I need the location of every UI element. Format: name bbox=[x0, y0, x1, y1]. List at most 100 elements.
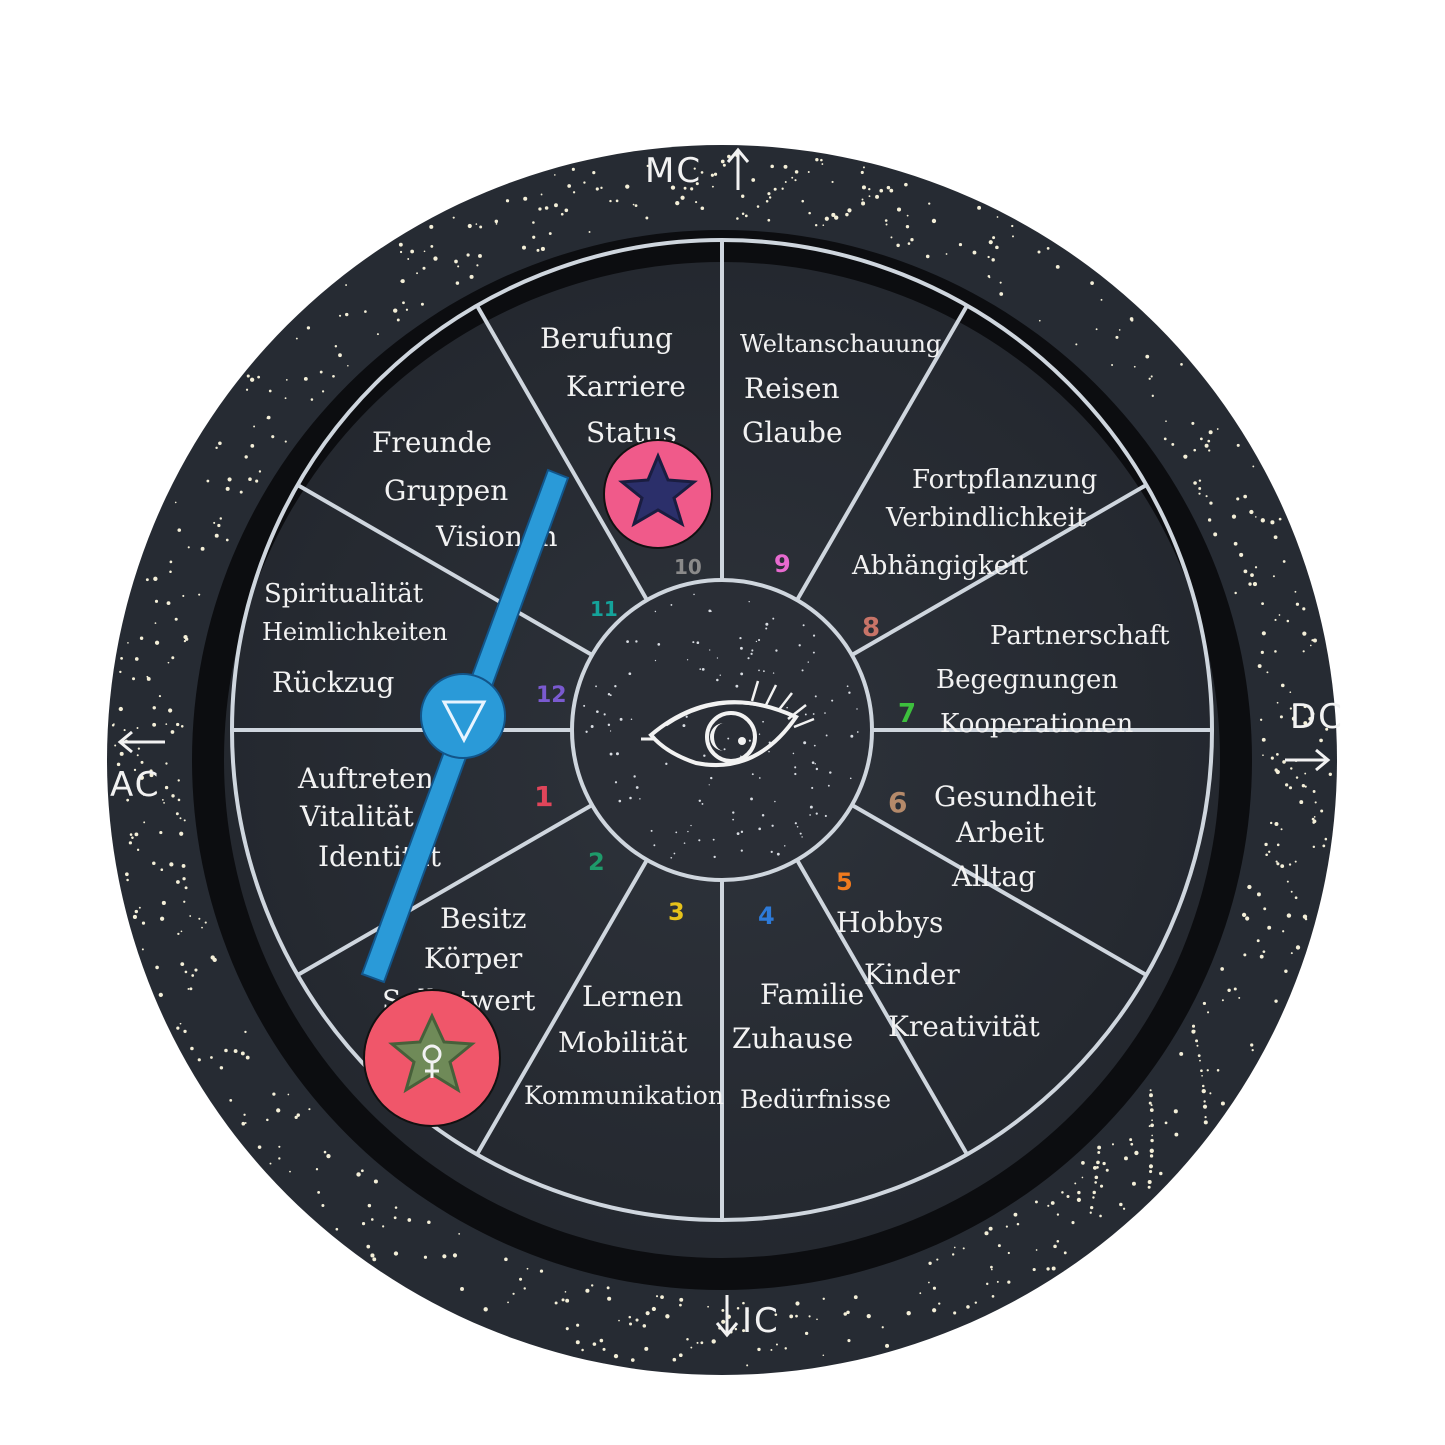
speckle bbox=[134, 832, 139, 837]
venus-token[interactable] bbox=[363, 989, 501, 1127]
rotating-pointer[interactable] bbox=[360, 468, 570, 984]
speckle bbox=[1312, 819, 1317, 824]
speckle bbox=[1280, 864, 1285, 869]
speckle bbox=[868, 195, 871, 198]
speckle bbox=[1294, 590, 1297, 593]
speckle bbox=[814, 695, 817, 698]
speckle bbox=[373, 1179, 378, 1184]
center-speckles bbox=[583, 593, 859, 859]
house-divider bbox=[475, 858, 649, 1156]
speckle bbox=[670, 856, 673, 859]
speckle bbox=[1151, 394, 1154, 397]
speckle bbox=[701, 802, 704, 805]
house-1-line-1: Auftreten bbox=[297, 762, 434, 795]
speckle bbox=[1252, 465, 1255, 468]
speckle bbox=[1148, 377, 1151, 380]
speckle bbox=[171, 794, 175, 798]
speckle bbox=[276, 1108, 281, 1113]
speckle bbox=[1035, 1249, 1038, 1251]
speckle bbox=[613, 1354, 619, 1359]
speckle bbox=[540, 246, 545, 252]
speckle bbox=[700, 171, 704, 174]
speckle bbox=[179, 831, 184, 836]
speckle bbox=[736, 217, 739, 220]
speckle bbox=[134, 909, 139, 914]
speckle bbox=[1255, 516, 1257, 518]
speckle bbox=[699, 668, 702, 670]
speckle bbox=[1302, 631, 1307, 636]
speckle bbox=[248, 477, 252, 481]
speckle bbox=[161, 798, 164, 801]
speckle bbox=[1056, 1239, 1060, 1243]
speckle bbox=[1201, 1074, 1203, 1077]
speckle bbox=[176, 1026, 180, 1030]
speckle bbox=[1308, 717, 1312, 721]
speckle bbox=[1270, 756, 1274, 760]
speckle bbox=[590, 1284, 594, 1287]
speckle bbox=[792, 752, 795, 755]
speckle bbox=[544, 206, 549, 210]
speckle bbox=[758, 827, 761, 831]
speckle bbox=[306, 326, 311, 330]
speckle bbox=[868, 187, 871, 191]
triangle-down-icon bbox=[441, 700, 487, 744]
speckle bbox=[467, 223, 472, 229]
speckle bbox=[687, 830, 689, 833]
speckle bbox=[784, 1347, 787, 1350]
speckle bbox=[635, 640, 638, 643]
speckle bbox=[723, 748, 726, 751]
speckle bbox=[831, 699, 834, 702]
speckle bbox=[856, 708, 858, 710]
speckle bbox=[125, 872, 129, 877]
speckle bbox=[655, 1295, 659, 1298]
speckle bbox=[175, 812, 179, 816]
speckle bbox=[758, 733, 761, 735]
speckle bbox=[801, 836, 803, 838]
speckle bbox=[746, 1364, 749, 1367]
speckle bbox=[670, 185, 676, 190]
speckle bbox=[370, 1218, 374, 1221]
speckle bbox=[590, 725, 594, 728]
speckle bbox=[317, 1190, 321, 1194]
speckle bbox=[803, 741, 807, 745]
speckle bbox=[814, 223, 818, 227]
speckle bbox=[632, 203, 635, 206]
speckle bbox=[796, 825, 799, 828]
speckle bbox=[794, 170, 799, 174]
house-8-line-3: Abhängigkeit bbox=[851, 551, 1028, 581]
speckle bbox=[815, 767, 819, 771]
speckle bbox=[1193, 448, 1197, 452]
speckle bbox=[560, 212, 564, 216]
speckle bbox=[1286, 880, 1289, 883]
speckle bbox=[1256, 892, 1261, 897]
speckle bbox=[1038, 319, 1041, 322]
speckle bbox=[698, 839, 701, 842]
speckle bbox=[338, 353, 342, 358]
speckle bbox=[794, 179, 797, 182]
speckle bbox=[665, 1314, 670, 1319]
speckle bbox=[596, 710, 599, 714]
speckle bbox=[1279, 715, 1283, 719]
speckle bbox=[149, 769, 153, 773]
speckle bbox=[1198, 479, 1202, 482]
speckle bbox=[347, 364, 349, 367]
speckle bbox=[1092, 1190, 1096, 1195]
speckle bbox=[966, 1305, 970, 1309]
speckle bbox=[224, 1048, 228, 1053]
speckle bbox=[495, 222, 498, 225]
speckle bbox=[1199, 437, 1203, 441]
speckle bbox=[370, 1253, 375, 1258]
speckle bbox=[284, 440, 287, 443]
speckle bbox=[332, 374, 335, 378]
speckle bbox=[996, 1280, 999, 1283]
speckle bbox=[190, 1046, 194, 1051]
speckle bbox=[1199, 1059, 1201, 1062]
speckle bbox=[180, 962, 185, 967]
speckle bbox=[1289, 707, 1292, 710]
speckle bbox=[585, 1288, 590, 1293]
speckle bbox=[774, 800, 776, 803]
speckle bbox=[1247, 884, 1252, 890]
speckle bbox=[152, 861, 156, 866]
moon-token[interactable] bbox=[603, 439, 713, 549]
speckle bbox=[812, 713, 815, 715]
